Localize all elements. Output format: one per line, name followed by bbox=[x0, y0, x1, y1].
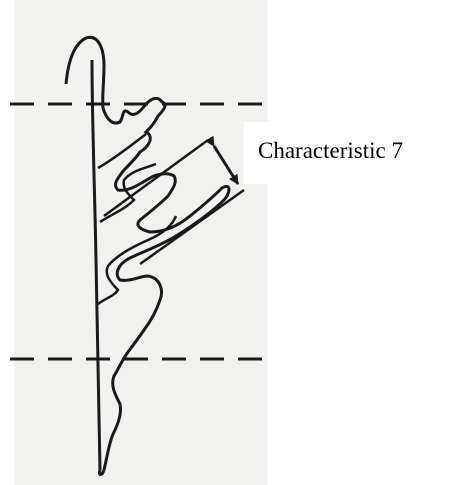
measurement-extension-line-bottom bbox=[140, 190, 244, 264]
leaf-tip-hook bbox=[66, 37, 104, 108]
characteristic-callout-label: Characteristic 7 bbox=[258, 138, 403, 164]
measurement-double-arrow bbox=[214, 146, 238, 184]
leaf-midrib bbox=[92, 60, 100, 470]
